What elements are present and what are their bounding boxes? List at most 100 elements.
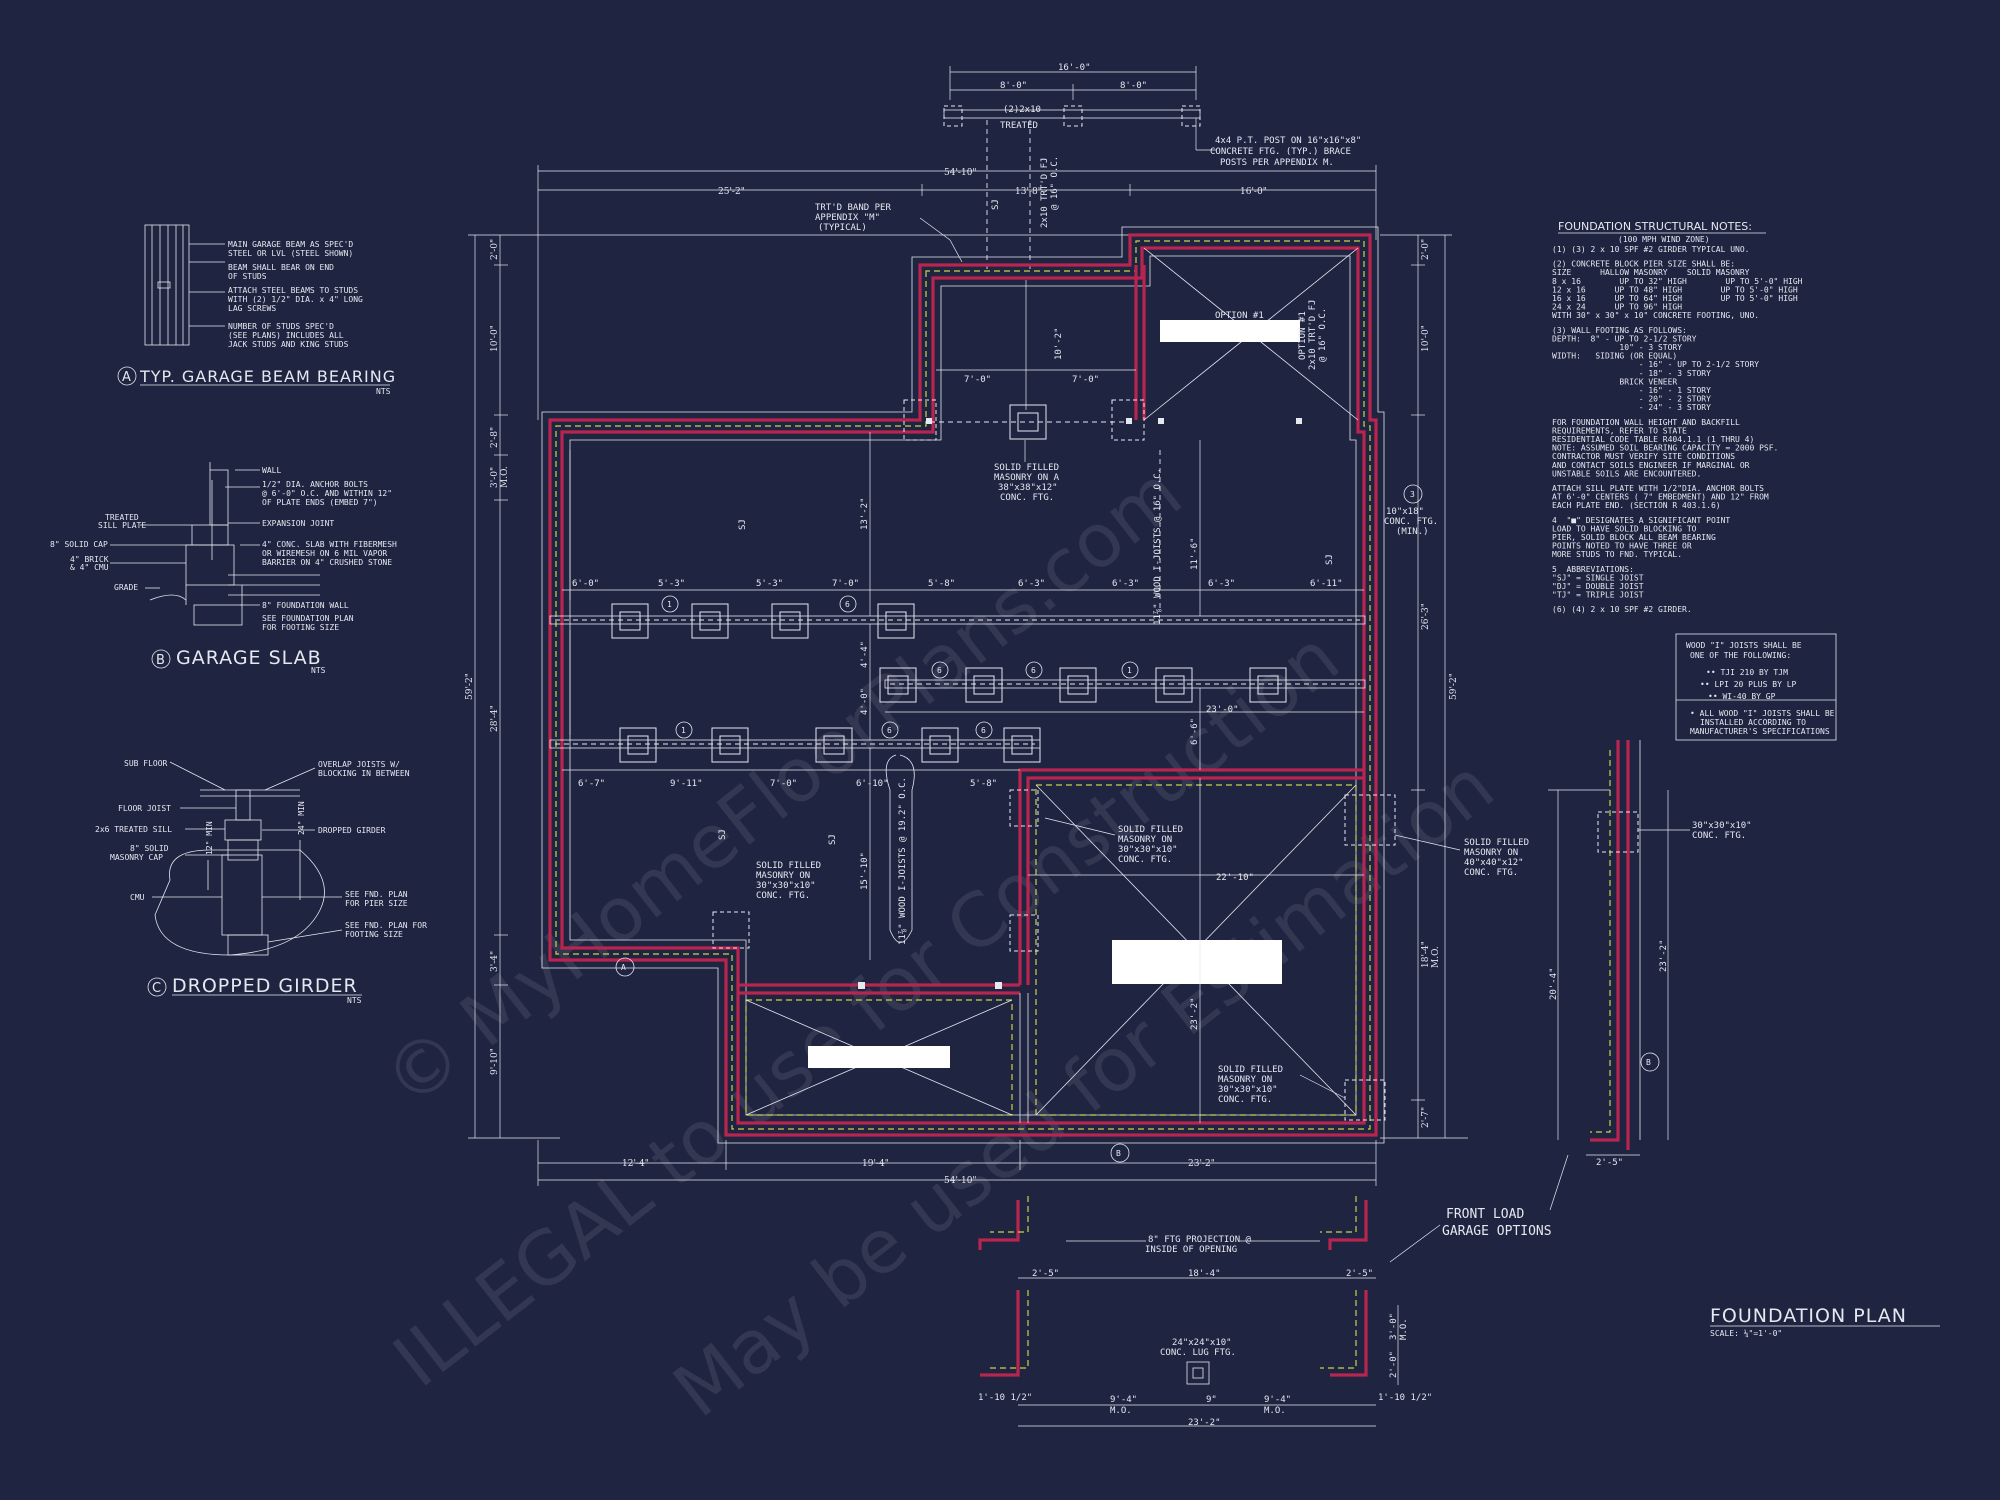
- fl-dim-j: 3'-0": [1389, 1313, 1399, 1340]
- note-line-6: 16 x 16 UP TO 64" HIGH UP TO 5'-0" HIGH: [1552, 294, 1798, 303]
- detail-a-note-5: ATTACH STEEL BEAMS TO STUDS: [228, 286, 358, 295]
- dim-left-c: 2'-8": [490, 427, 500, 448]
- detail-a-note-2: STEEL OR LVL (STEEL SHOWN): [228, 249, 353, 258]
- notes-subheading: (100 MPH WIND ZONE): [1618, 235, 1710, 244]
- fl-dim-c: 2'-5": [1346, 1269, 1373, 1279]
- detail-b-left-5: & 4" CMU: [70, 563, 109, 572]
- fl-dim-f: 9'-4": [1264, 1395, 1291, 1405]
- note-line-9: (3) WALL FOOTING AS FOLLOWS:: [1552, 326, 1687, 335]
- ftg-projection-1: 8" FTG PROJECTION @: [1148, 1235, 1252, 1245]
- pier30c-note-2: MASONRY ON: [1218, 1075, 1272, 1085]
- pier30a-note-3: 30"x30"x10": [756, 881, 816, 891]
- pier30a-note-4: CONC. FTG.: [756, 891, 810, 901]
- detail-c-note-14: 24" MIN: [297, 801, 306, 835]
- dim-bay-c: 10'-2": [1054, 327, 1064, 360]
- detail-b-marker-label: B: [156, 653, 165, 668]
- detail-b-note-4: OF PLATE ENDS (EMBED 7"): [262, 498, 378, 507]
- row1-dim-5: 5'-8": [928, 579, 955, 589]
- dim-deck-total: 16'-0": [1058, 63, 1091, 73]
- pier30c-note-4: CONC. FTG.: [1218, 1095, 1272, 1105]
- deck-post-note-1: 4x4 P.T. POST ON 16"x16"x8": [1215, 136, 1361, 146]
- dim-left-mo: M.O.: [500, 466, 510, 488]
- plan-scale: SCALE: ¼"=1'-0": [1710, 1329, 1782, 1338]
- dim-bottom-b: 19'-4": [862, 1159, 889, 1169]
- detail-c-note-6: DROPPED GIRDER: [318, 826, 386, 835]
- dim-right-c: 26'-3": [1421, 603, 1431, 630]
- fl-dim-h: 1'-10 1/2": [978, 1393, 1032, 1403]
- top-dimensions: 54'-10" 25'-2" 13'-8" 16'-0": [537, 165, 1377, 420]
- note-line-26: ATTACH SILL PLATE WITH 1/2"DIA. ANCHOR B…: [1552, 484, 1764, 493]
- side-dim-c: 2'-5": [1596, 1158, 1623, 1168]
- detail-b-note-11: FOR FOOTING SIZE: [262, 623, 339, 632]
- garage-options-1: FRONT LOAD: [1446, 1207, 1524, 1222]
- pier38-note-3: 38"x38"x12": [998, 483, 1058, 493]
- deck-beam-note-2: TREATED: [1000, 121, 1038, 131]
- pier38-note-1: SOLID FILLED: [994, 463, 1059, 473]
- side-garage-option: 30"x30"x10" CONC. FTG. 20'-4" 23'-2" 2'-…: [1548, 740, 1752, 1168]
- option-joist-1: OPTION #1: [1298, 311, 1308, 360]
- sj-label-3: SJ: [718, 829, 728, 840]
- redacted-label-3: [808, 1046, 950, 1068]
- dim-bottom-a: 12'-4": [622, 1159, 649, 1169]
- detail-b-left-3: 8" SOLID CAP: [50, 540, 108, 549]
- fl-dim-k: 2'-0": [1389, 1351, 1399, 1378]
- pier40-note-3: 40"x40"x12": [1464, 858, 1524, 868]
- pier30b-note-3: 30"x30"x10": [1118, 845, 1178, 855]
- joist-box-5: •• WI-40 BY GP: [1708, 692, 1776, 701]
- detail-c-note-4: FLOOR JOIST: [118, 804, 171, 813]
- dim-deck-half-b: 8'-0": [1120, 81, 1147, 91]
- dim-garage-w: 22'-10": [1216, 873, 1254, 883]
- fl-mo-1: M.O.: [1110, 1406, 1132, 1416]
- row3-dim-2: 9'-11": [670, 779, 703, 789]
- detail-c-note-15: 12" MIN: [205, 821, 214, 855]
- fl-mo-2: M.O.: [1264, 1406, 1286, 1416]
- detail-b-note-5: EXPANSION JOINT: [262, 519, 334, 528]
- side-dim-a: 20'-4": [1549, 967, 1559, 1000]
- row2-dim: 23'-0": [1206, 705, 1239, 715]
- detail-c-note-11: FOR PIER SIZE: [345, 899, 408, 908]
- piers-top: [903, 399, 1302, 441]
- detail-b-note-8: BARRIER ON 4" CRUSHED STONE: [262, 558, 392, 567]
- row1-dim-2: 5'-3": [658, 579, 685, 589]
- joist-box-4: •• LPI 20 PLUS BY LP: [1700, 680, 1797, 689]
- detail-c-note-10: SEE FND. PLAN: [345, 890, 408, 899]
- band-note-3: (TYPICAL): [818, 223, 867, 233]
- plan-title: FOUNDATION PLAN: [1710, 1305, 1907, 1327]
- note-line-21: RESIDENTIAL CODE TABLE R404.1.1 (1 THRU …: [1552, 435, 1754, 444]
- side-ftg-1: 30"x30"x10": [1692, 821, 1752, 831]
- detail-a-marker: [117, 366, 137, 386]
- title-block: FOUNDATION PLAN SCALE: ¼"=1'-0": [1710, 1305, 1940, 1338]
- note-line-12: WIDTH: SIDING (OR EQUAL): [1552, 352, 1677, 361]
- dim-vert-d: 4'-0": [860, 688, 870, 715]
- joist-box-6: • ALL WOOD "I" JOISTS SHALL BE: [1690, 709, 1835, 718]
- deck-joist-label: SJ: [991, 199, 1001, 210]
- detail-a-note-4: OF STUDS: [228, 272, 267, 281]
- pier-markers: [661, 595, 1139, 739]
- row1-dim-1: 6'-0": [572, 579, 599, 589]
- note-line-7: 24 x 24 UP TO 96" HIGH: [1552, 303, 1682, 312]
- detail-a-note-6: WITH (2) 1/2" DIA. x 4" LONG: [228, 295, 363, 304]
- note-line-4: 8 x 16 UP TO 32" HIGH UP TO 5'-0" HIGH: [1552, 277, 1803, 286]
- deck-beam-note-1: (2)2x10: [1003, 105, 1041, 115]
- dim-right-total: 59'-2": [1449, 673, 1459, 700]
- sj-label-4: SJ: [828, 834, 838, 845]
- ftg1018-note-2: CONC. FTG.: [1384, 517, 1438, 527]
- row1-dim-9: 6'-11": [1310, 579, 1343, 589]
- note-line-31: PIER, SOLID BLOCK ALL BEAM BEARING: [1552, 533, 1716, 542]
- dim-right-b: 10'-0": [1421, 325, 1431, 352]
- piers-main: [611, 603, 1287, 763]
- notes-lines: (1) (3) 2 x 10 SPF #2 GIRDER TYPICAL UNO…: [1552, 245, 1803, 614]
- detail-c-nts: NTS: [347, 996, 362, 1005]
- dim-top-left: 25'-2": [718, 187, 745, 197]
- joist-main-label: 11⅞" WOOD I-JOISTS @ 16" O.C.: [1153, 468, 1163, 625]
- pier-marker-1a: 1: [667, 600, 672, 609]
- rear-deck: 16'-0" 8'-0" 8'-0" (2)2x10 TREATED 4x4 P…: [943, 63, 1361, 270]
- note-line-1: (1) (3) 2 x 10 SPF #2 GIRDER TYPICAL UNO…: [1552, 245, 1749, 254]
- pier-marker-6c: 6: [1031, 666, 1036, 675]
- note-line-17: - 20" - 2 STORY: [1552, 395, 1711, 404]
- detail-c-title: DROPPED GIRDER: [172, 975, 358, 997]
- detail-c-note-2: OVERLAP JOISTS W/: [318, 760, 400, 769]
- detail-c-note-1: SUB FLOOR: [124, 759, 168, 768]
- redacted-label-2: [1112, 940, 1282, 984]
